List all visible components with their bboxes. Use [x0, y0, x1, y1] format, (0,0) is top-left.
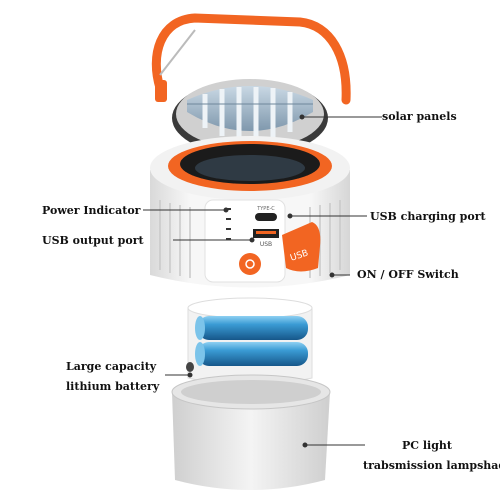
- usb-output-port-slot: [253, 229, 279, 238]
- type-c-mark: TYPE-C: [256, 206, 275, 212]
- lantern-top: [150, 136, 350, 288]
- label-pc-light: PC light: [402, 439, 452, 452]
- label-solar-panels: solar panels: [382, 110, 457, 123]
- battery-compartment: [186, 297, 313, 386]
- label-usb-output-port: USB output port: [42, 234, 144, 247]
- handle: [151, 13, 351, 105]
- label-lithium-battery: lithium battery: [66, 380, 160, 393]
- type-c-port: [255, 213, 277, 221]
- power-button: [239, 253, 261, 275]
- lampshade: [171, 374, 331, 490]
- label-large-capacity: Large capacity: [66, 360, 157, 373]
- label-on-off-switch: ON / OFF Switch: [357, 268, 459, 281]
- power-indicator-leds: [226, 208, 231, 240]
- label-usb-charging-port: USB charging port: [370, 210, 486, 223]
- label-lampshade: trabsmission lampshade: [363, 459, 500, 472]
- label-power-indicator: Power Indicator: [42, 204, 141, 217]
- leader-lines: [143, 114, 382, 448]
- battery-1: [195, 316, 308, 340]
- battery-2: [195, 342, 308, 366]
- usb-mark: USB: [260, 241, 272, 248]
- solar-panel: [172, 79, 328, 156]
- usb-cover-flap: [282, 222, 321, 272]
